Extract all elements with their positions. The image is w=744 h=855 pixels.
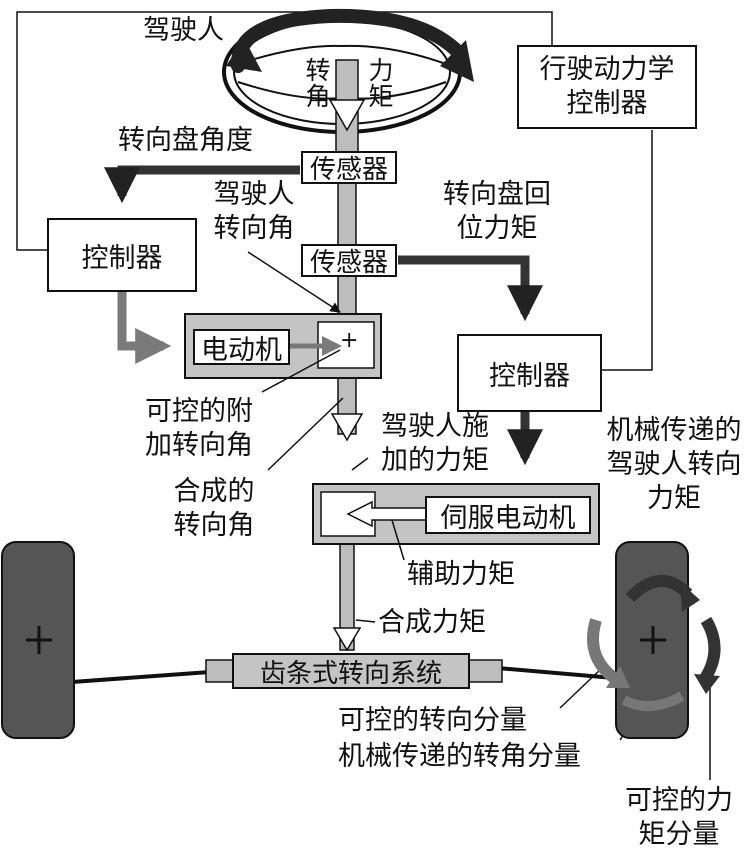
rotation-arrows-icon <box>587 574 721 711</box>
vehicle-dynamics-controller-box: 行驶动力学控制器 <box>517 45 697 129</box>
arrow-angle-to-left-controller <box>104 165 300 204</box>
label-driver: 驾驶人 <box>143 15 224 46</box>
tie-rods <box>71 666 615 684</box>
label-mech-driver-torque: 机械传递的驾驶人转向力矩 <box>606 415 742 514</box>
rack-system-box: 齿条式转向系统 <box>232 653 470 689</box>
label-combined-steering-angle: 合成的转向角 <box>173 476 255 541</box>
label-driver-steering-angle: 驾驶人转向角 <box>213 179 295 244</box>
label-controllable-additional-angle: 可控的附加转向角 <box>145 396 253 461</box>
motor-plus-sign: + <box>340 328 359 353</box>
label-wheel-return-torque: 转向盘回位力矩 <box>443 179 551 244</box>
label-combined-torque: 合成力矩 <box>378 607 486 638</box>
label-controllable-torque-component: 可控的力矩分量 <box>625 785 733 850</box>
label-steering-angle-vertical: 转角 <box>305 56 331 111</box>
left-controller-box: 控制器 <box>47 218 197 292</box>
arrow-torque-to-right-controller <box>398 255 543 322</box>
sensor-mid-box: 传感器 <box>301 244 397 278</box>
steering-shaft-arrows <box>328 59 366 652</box>
arrow-servo-assist <box>346 500 427 528</box>
label-torque-vertical: 力矩 <box>368 56 394 111</box>
motor-label-box: 电动机 <box>193 329 290 366</box>
label-driver-applied-torque: 驾驶人施加的力矩 <box>381 411 489 476</box>
feedback-lines <box>16 11 653 371</box>
sensor-top-box: 传感器 <box>301 151 397 185</box>
servo-motor-box: 伺服电动机 <box>425 496 591 534</box>
label-assist-torque: 辅助力矩 <box>407 559 515 590</box>
arrow-controller-to-motor <box>117 292 172 364</box>
right-controller-box: 控制器 <box>457 334 602 412</box>
label-handwheel-angle: 转向盘角度 <box>118 125 253 156</box>
label-controllable-steering-component: 可控的转向分量 <box>338 705 527 736</box>
label-mech-angle-component: 机械传递的转角分量 <box>338 741 581 772</box>
